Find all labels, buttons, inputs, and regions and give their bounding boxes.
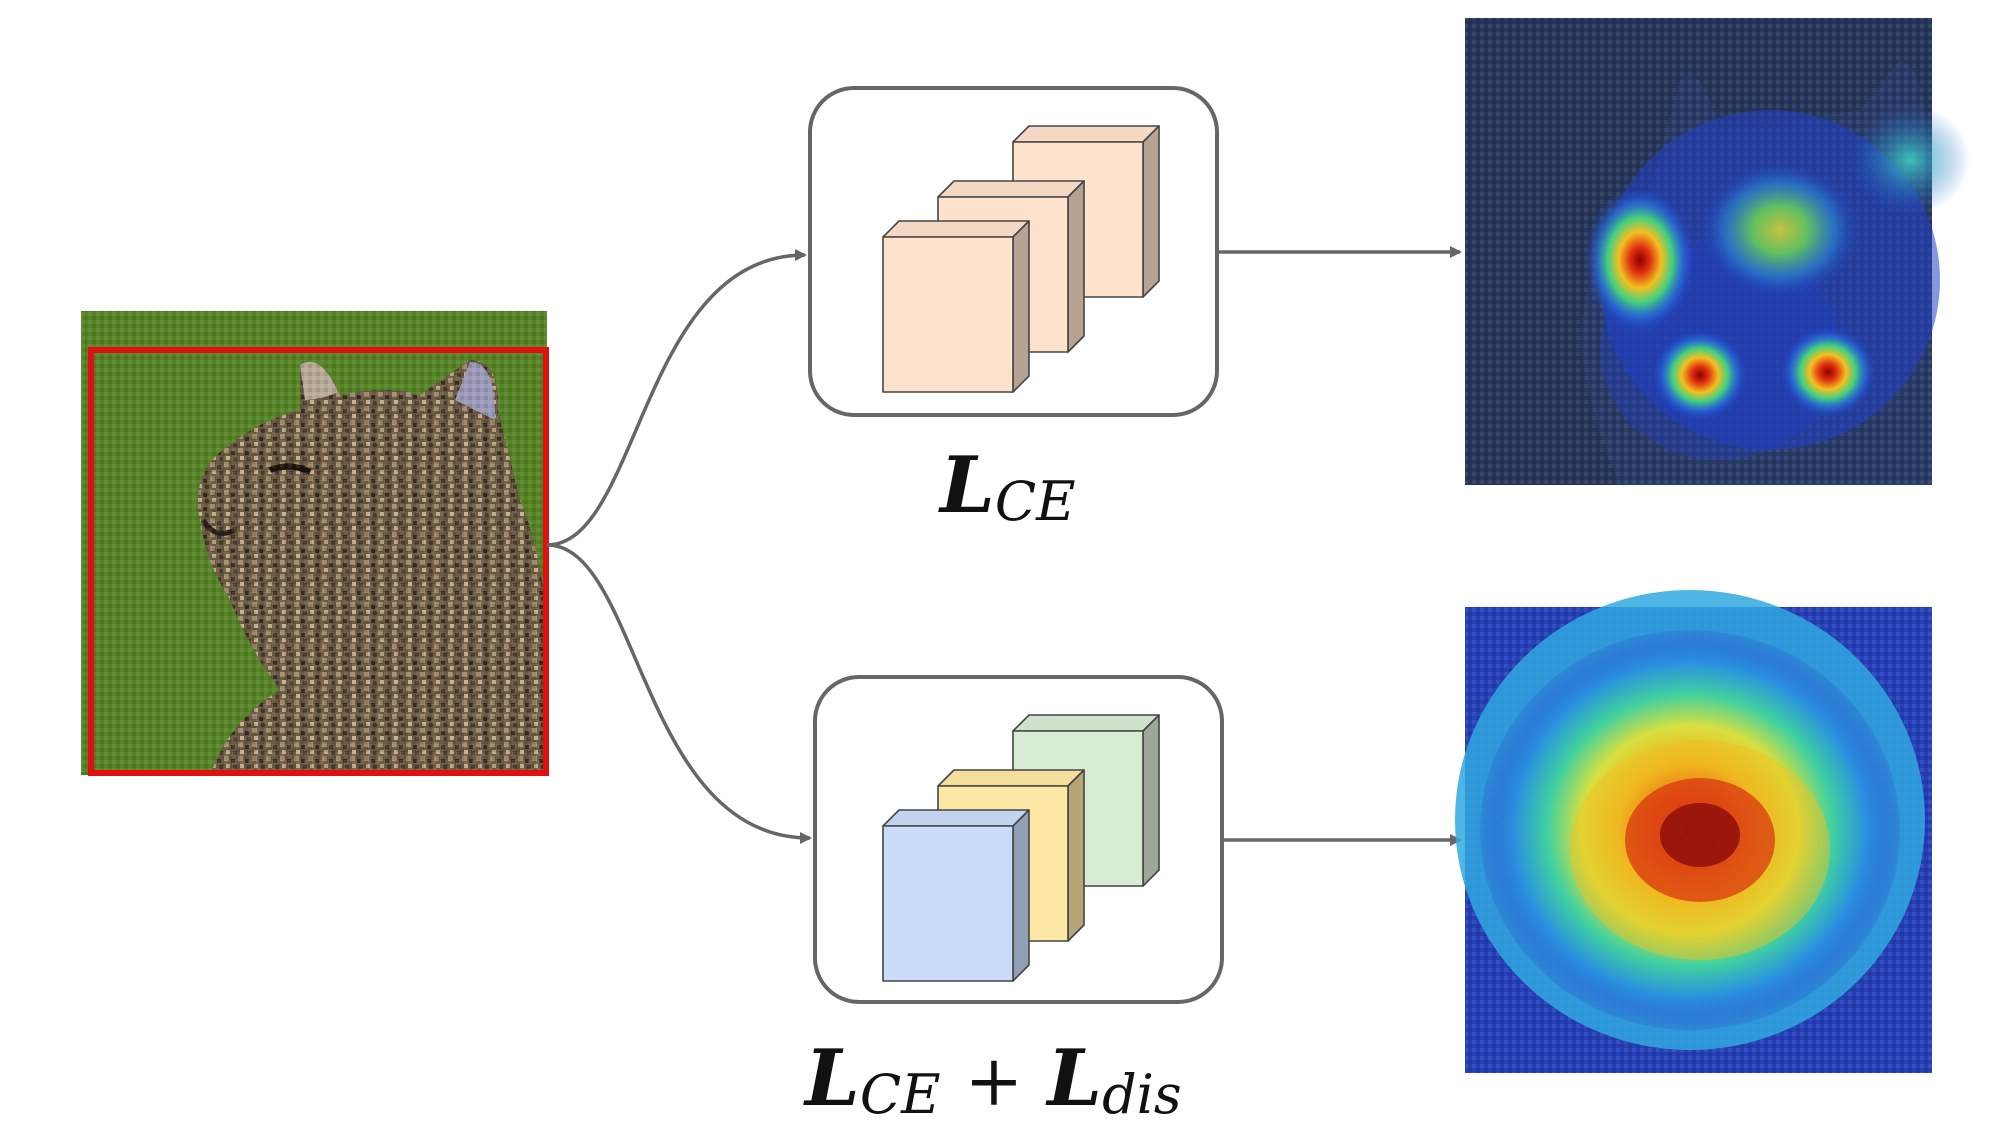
bottom-loss-plus: + <box>965 1040 1024 1122</box>
bottom-loss-symbol: L <box>803 1033 860 1124</box>
input-image <box>81 311 549 776</box>
bottom-loss-symbol-2: L <box>1045 1033 1102 1124</box>
input-highlight-box <box>88 347 549 776</box>
top-heatmap <box>1465 18 1970 485</box>
bottom-feature-map-3 <box>882 809 1030 982</box>
bottom-loss-subscript-2: dis <box>1102 1063 1182 1125</box>
bottom-model <box>813 675 1224 1004</box>
arrow-to-bottom-model <box>546 543 812 844</box>
branch-arrows <box>546 246 1462 846</box>
top-loss-subscript: CE <box>995 470 1076 533</box>
bottom-heatmap <box>1455 590 1932 1073</box>
bottom-feature-maps <box>882 714 1160 982</box>
top-feature-maps <box>882 125 1160 393</box>
arrow-to-top-model <box>546 249 807 547</box>
top-model <box>808 86 1219 417</box>
bottom-loss-label: LCE+Ldis <box>803 1033 1182 1125</box>
bottom-loss-subscript: CE <box>860 1063 941 1125</box>
top-feature-map-3 <box>882 220 1030 393</box>
top-loss-label: LCE <box>938 440 1076 533</box>
top-loss-symbol: L <box>938 440 995 531</box>
